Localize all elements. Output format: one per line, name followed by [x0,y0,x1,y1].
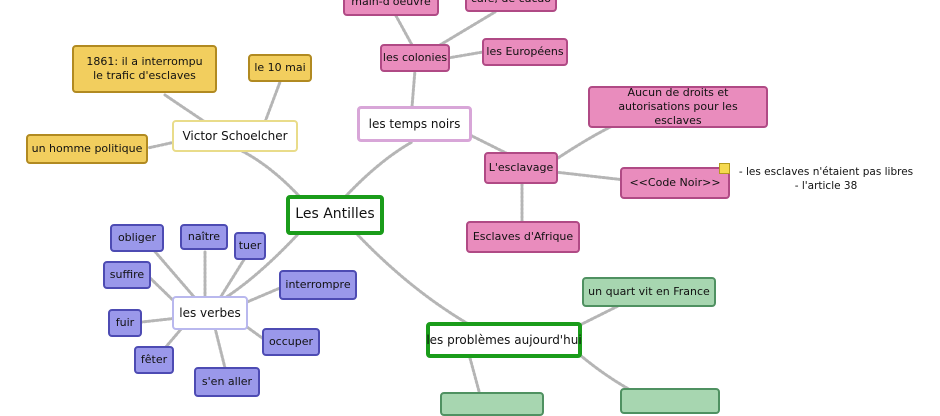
connector-problemes-bottom-left [468,356,482,397]
mind-map-connectors [140,10,642,397]
connector-colonies-cafe [438,10,497,47]
verb-feter[interactable]: fêter [134,346,174,374]
node-homme-politique[interactable]: un homme politique [26,134,148,164]
verb-tuer[interactable]: tuer [234,232,266,260]
connector-colonies-europeens [446,50,485,60]
node-le-10-mai[interactable]: le 10 mai [248,54,312,82]
connector-temps-esclavage [468,133,512,157]
connector-center-verbes [223,230,302,300]
connector-center-problemes [353,230,472,327]
node-esclaves-afrique[interactable]: Esclaves d'Afrique [466,221,580,253]
node-les-colonies[interactable]: les colonies [380,44,450,72]
connector-temps-colonies [410,68,417,109]
connector-colonies-main-doeuvre [393,12,414,47]
node-victor-schoelcher[interactable]: Victor Schoelcher [172,120,298,152]
connector-verbes-sen-aller [213,326,227,370]
verb-fuir[interactable]: fuir [108,309,142,337]
note-code-noir: - les esclaves n'étaient pas libres - l'… [736,166,916,193]
connector-verbes-feter [163,326,184,350]
connector-problemes-quart [578,303,622,327]
node-problemes-aujourdhui[interactable]: les problèmes aujourd'hui [426,322,582,358]
node-problemes-child-bottom-right[interactable] [620,388,720,414]
verb-occuper[interactable]: occuper [262,328,320,356]
connector-esclavage-codenoir [553,170,627,182]
connector-center-temps-noirs [343,140,414,199]
note-line-1: - les esclaves n'étaient pas libres [738,166,914,178]
node-les-verbes[interactable]: les verbes [172,296,248,330]
note-icon[interactable] [719,163,730,174]
connector-schoelcher-politique [146,140,177,150]
node-les-europeens[interactable]: les Européens [482,38,568,66]
node-main-doeuvre[interactable]: main-d'oeuvre [343,0,439,16]
node-esclavage[interactable]: L'esclavage [484,152,558,184]
verb-naitre[interactable]: naître [180,224,228,250]
node-code-noir[interactable]: <<Code Noir>> [620,167,730,199]
node-1861[interactable]: 1861: il a interrompu le trafic d'esclav… [72,45,217,93]
verb-sen-aller[interactable]: s'en aller [194,367,260,397]
verb-suffire[interactable]: suffire [103,261,151,289]
center-node-les-antilles[interactable]: Les Antilles [286,195,384,235]
node-problemes-child-bottom-left[interactable] [440,392,544,416]
connector-center-schoelcher [238,148,302,199]
node-aucun-de-droits[interactable]: Aucun de droits et autorisations pour le… [588,86,768,128]
node-cafe-cacao[interactable]: café, de cacao [465,0,557,12]
connector-verbes-tuer [218,256,247,300]
node-quart-vit-en-france[interactable]: un quart vit en France [582,277,716,307]
verb-interrompre[interactable]: interrompre [279,270,357,300]
connector-schoelcher-10mai [263,80,282,124]
verb-obliger[interactable]: obliger [110,224,164,252]
connector-schoelcher-1861 [163,93,207,124]
node-les-temps-noirs[interactable]: les temps noirs [357,106,472,142]
note-line-2: - l'article 38 [794,179,858,192]
